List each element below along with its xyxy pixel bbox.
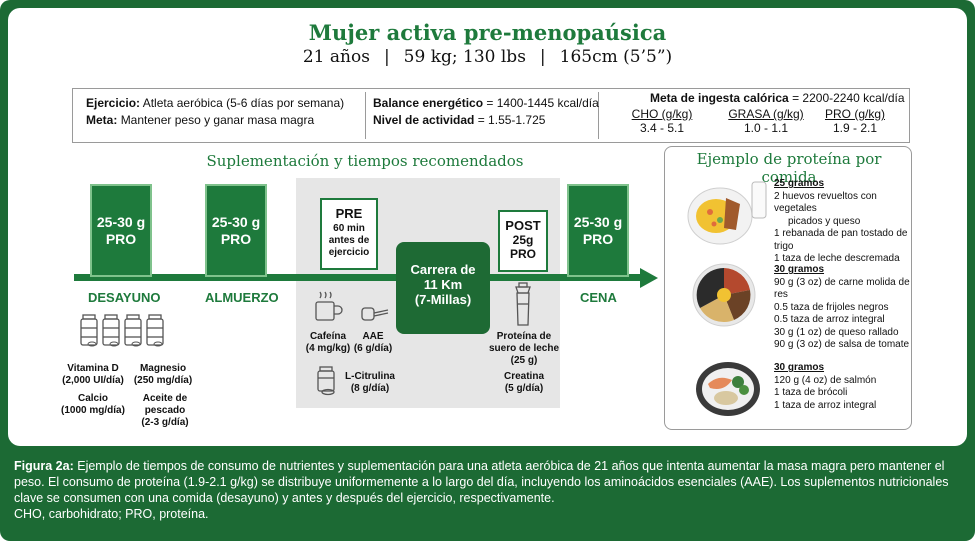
example-meal-dinner: 30 gramos 120 g (4 oz) de salmón 1 taza …: [774, 362, 877, 411]
protein-heading: Ejemplo de proteína por comida: [696, 150, 882, 186]
macro-fat: GRASA (g/kg)1.0 - 1.1: [728, 107, 804, 135]
page-title: Mujer activa pre-menopaúsica: [308, 20, 667, 45]
creatine-label: Creatina(5 g/día): [503, 371, 544, 394]
height-text: 165cm (5’5”): [559, 47, 673, 67]
salmon-plate-icon: [696, 362, 760, 416]
aae-label: AAE(6 g/día): [353, 331, 393, 354]
figure-caption: Figura 2a: Ejemplo de tiempos de consumo…: [14, 459, 949, 521]
breakfast-plate-icon: [687, 181, 767, 245]
l-citrulline-label: L-Citrulina(8 g/día): [345, 371, 395, 394]
energy-line: Balance energético = 1400-1445 kcal/día: [373, 96, 599, 110]
post-exercise-box: POST 25g PRO: [498, 210, 548, 272]
shaker-bottle-icon: [515, 282, 531, 326]
age-text: 21 años: [302, 47, 370, 67]
profile-subtitle: 21 años | 59 kg; 130 lbs | 165cm (5’5”): [0, 47, 975, 67]
info-divider: [365, 92, 366, 139]
lunch-label: ALMUERZO: [205, 290, 279, 305]
scoop-icon: [361, 307, 389, 321]
coffee-cup-icon: [315, 291, 343, 321]
supplement-bottles-icon: [80, 314, 164, 347]
caffeine-label: Cafeína(4 mg/kg): [305, 331, 351, 354]
vitamin-d-label: Vitamina D(2,000 UI/día): [62, 363, 124, 386]
separator: |: [539, 47, 546, 67]
weight-text: 59 kg; 130 lbs: [403, 47, 526, 67]
goal-line: Meta: Mantener peso y ganar masa magra: [86, 113, 315, 127]
beef-bowl-icon: [692, 263, 756, 327]
arrow-head-icon: [640, 268, 658, 288]
pre-exercise-box: PRE 60 min antes de ejercicio: [320, 198, 378, 270]
calcium-label: Calcio(1000 mg/día): [61, 393, 125, 416]
separator: |: [383, 47, 390, 67]
exercise-line: Ejercicio: Atleta aeróbica (5-6 días por…: [86, 96, 345, 110]
breakfast-label: DESAYUNO: [88, 290, 161, 305]
info-divider: [598, 92, 599, 139]
intake-line: Meta de ingesta calórica = 2200-2240 kca…: [650, 91, 905, 105]
supplement-heading: Suplementación y tiempos recomendados: [206, 152, 524, 170]
dinner-label: CENA: [580, 290, 617, 305]
macro-pro: PRO (g/kg)1.9 - 2.1: [824, 107, 885, 135]
example-meal-breakfast: 25 gramos 2 huevos revueltos con vegetal…: [774, 178, 908, 264]
activity-line: Nivel de actividad = 1.55-1.725: [373, 113, 546, 127]
magnesium-label: Magnesio(250 mg/día): [133, 363, 193, 386]
example-meal-lunch: 30 gramos 90 g (3 oz) de carne molida de…: [774, 264, 910, 350]
info-box: [72, 88, 910, 143]
timeline-arrow: [74, 274, 644, 281]
fish-oil-label: Aceite de pescado(2-3 g/día): [141, 393, 189, 428]
pill-bottle-icon: [317, 366, 335, 396]
macro-cho: CHO (g/kg)3.4 - 5.1: [631, 107, 693, 135]
